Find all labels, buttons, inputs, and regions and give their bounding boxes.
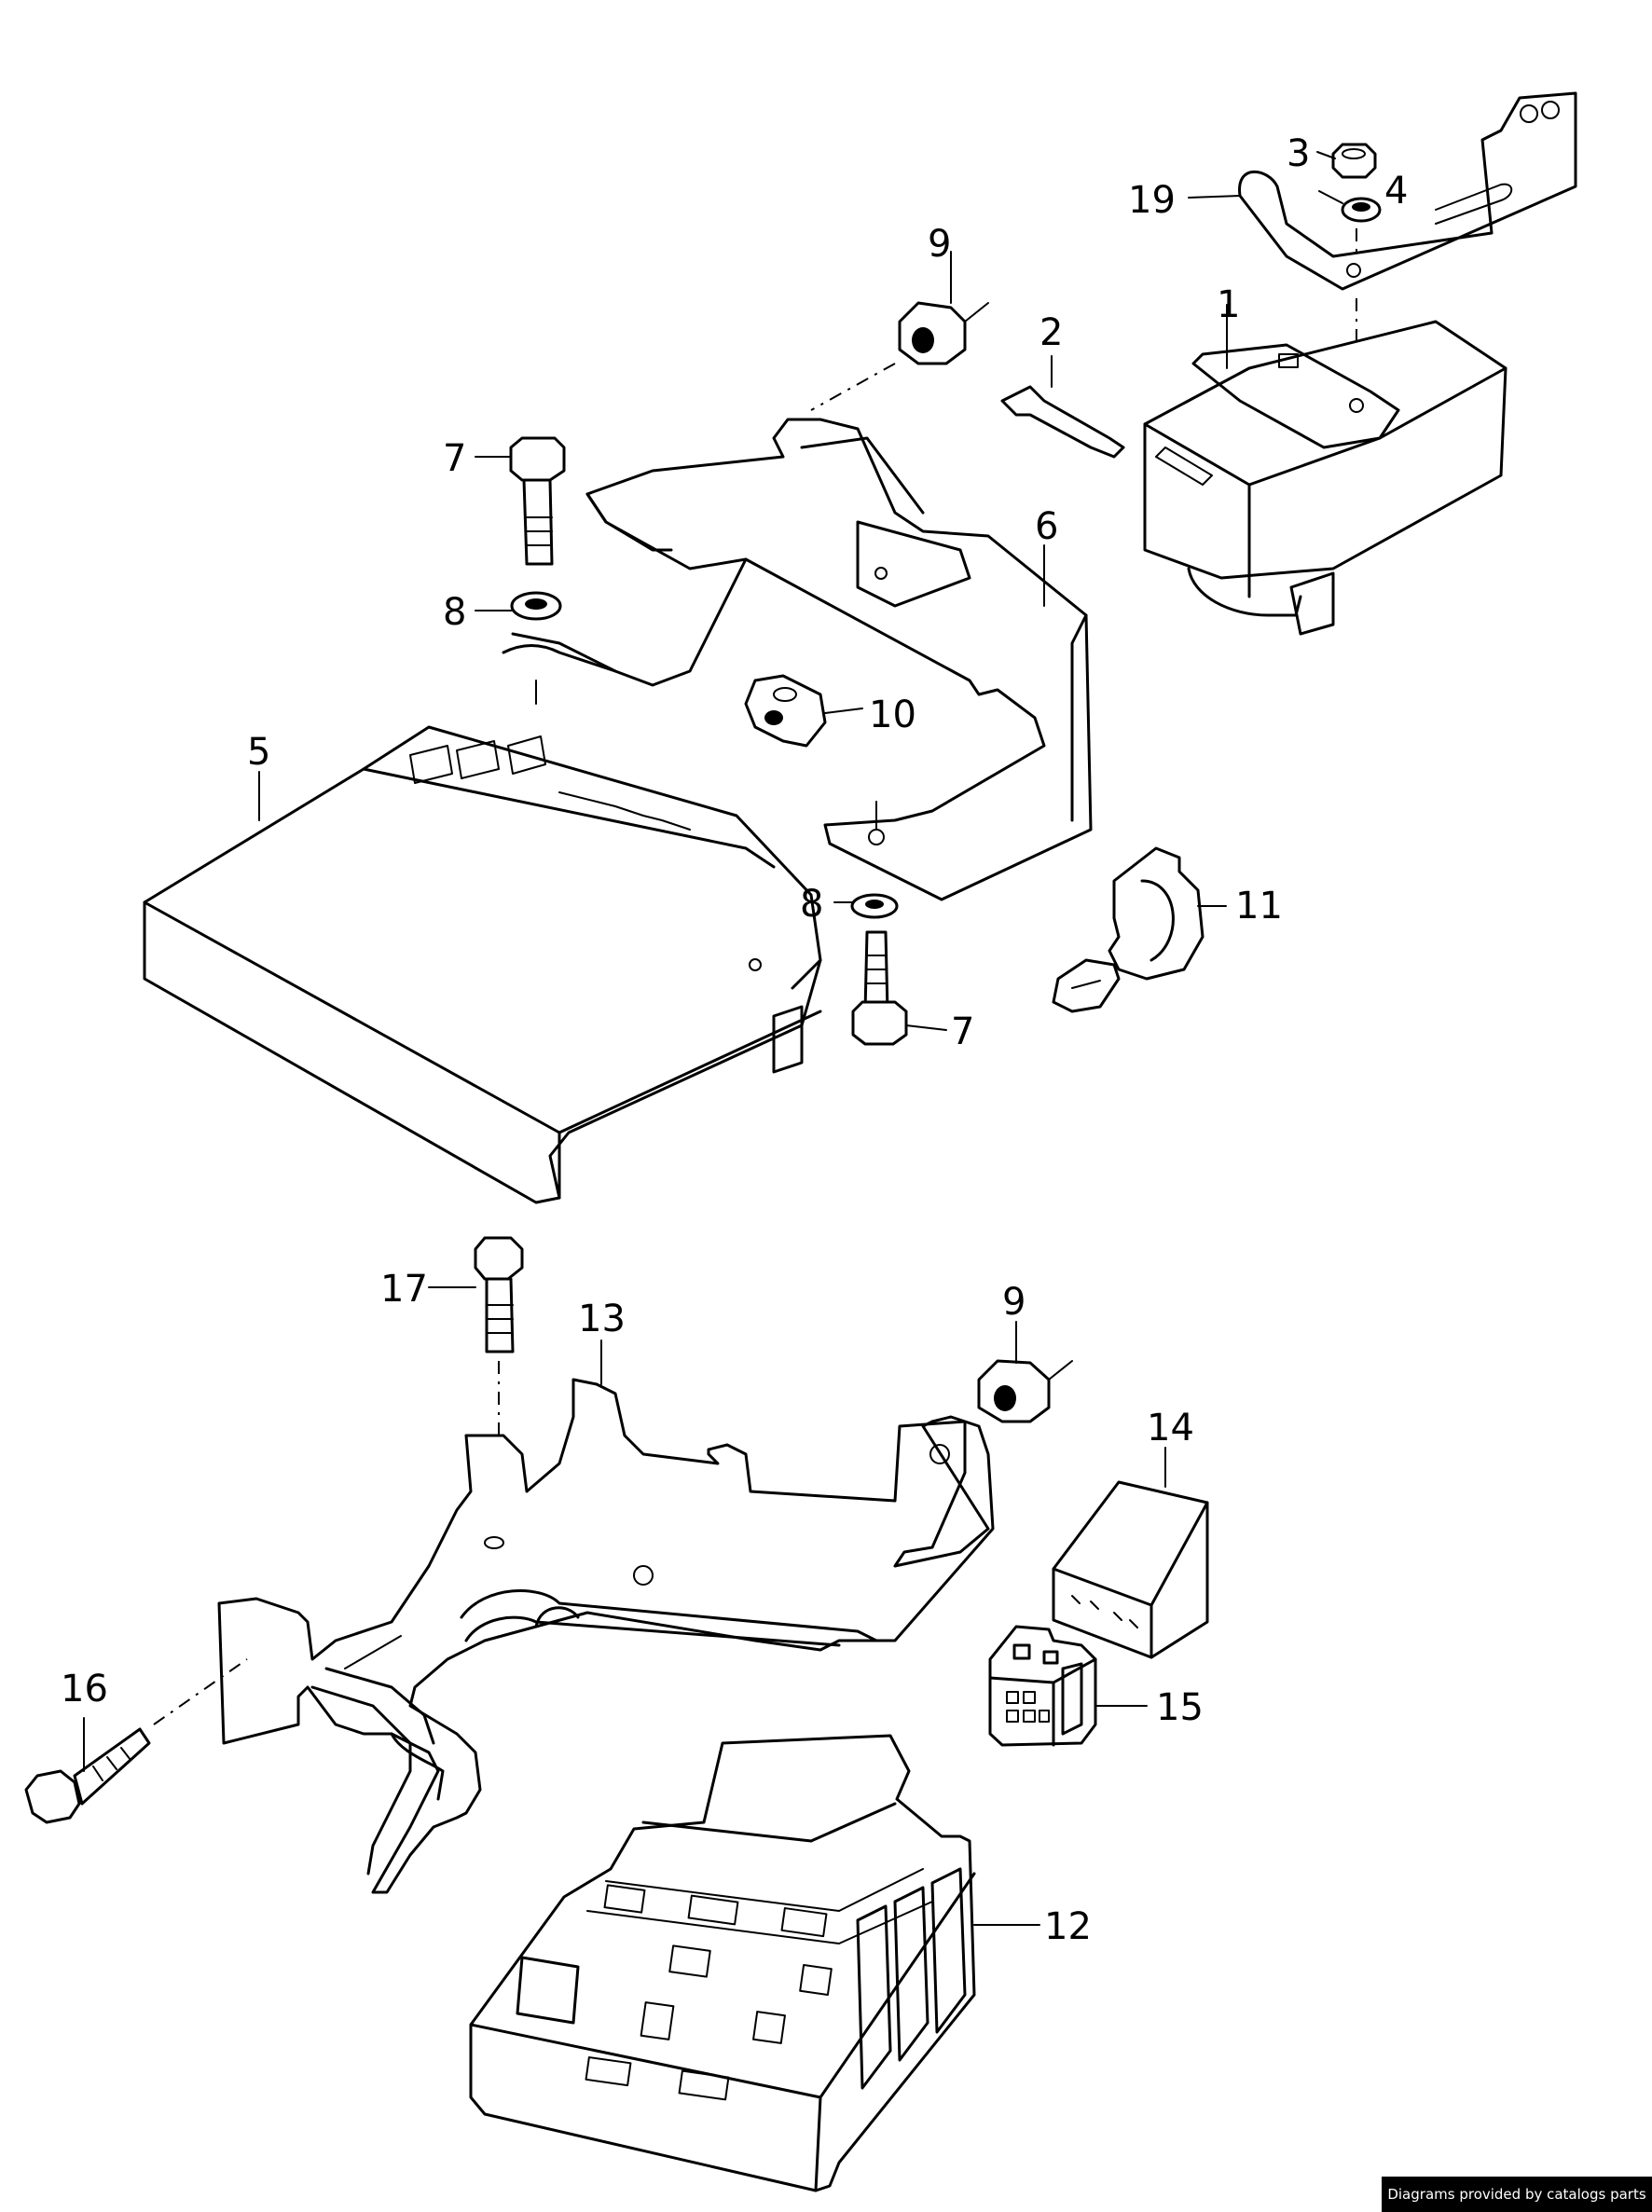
part-17-bolt (474, 1236, 524, 1353)
part-19-bracket (1238, 91, 1577, 291)
callout-7-top: 7 (443, 437, 466, 480)
part-8-washer-top (510, 591, 562, 621)
part-3-nut (1331, 143, 1377, 179)
callout-8-top: 8 (443, 591, 466, 634)
part-10-grommet (744, 674, 827, 748)
part-16-bolt (24, 1727, 151, 1824)
diagram-credit: Diagrams provided by catalogs parts (1382, 2177, 1652, 2212)
callout-14: 14 (1147, 1407, 1194, 1449)
part-11-cable-clamp (1052, 846, 1205, 1013)
callout-3: 3 (1287, 132, 1310, 175)
callout-16: 16 (61, 1668, 108, 1711)
callout-2: 2 (1039, 311, 1063, 354)
callout-8-mid: 8 (800, 883, 823, 926)
part-5-control-unit (143, 725, 822, 1204)
part-8-washer-mid (850, 893, 899, 919)
part-4-washer (1341, 197, 1382, 223)
part-9-nut-top (898, 301, 989, 365)
part-9-nut-lower (977, 1359, 1073, 1423)
part-13-frame (217, 1378, 995, 1894)
callout-10: 10 (869, 694, 916, 736)
part-12-engine-control-unit (469, 1734, 976, 2192)
callout-9-lower: 9 (1002, 1281, 1026, 1324)
callout-labels: 1 2 3 4 19 9 6 7 8 10 5 8 11 7 17 13 9 1… (61, 132, 1408, 1948)
part-1-relay-box (1143, 320, 1507, 636)
callout-4: 4 (1384, 170, 1408, 213)
part-7-bolt-mid (851, 930, 908, 1046)
callout-13: 13 (578, 1298, 626, 1340)
callout-6: 6 (1035, 505, 1058, 548)
callout-5: 5 (247, 731, 270, 774)
callout-12: 12 (1044, 1905, 1092, 1948)
callout-9-top: 9 (928, 223, 951, 266)
part-2-clip (1000, 385, 1125, 459)
callout-11: 11 (1235, 885, 1283, 927)
part-6-bracket (502, 418, 1093, 901)
callout-17: 17 (380, 1268, 428, 1311)
callout-7-mid: 7 (951, 1010, 974, 1053)
part-14-relay (1052, 1480, 1209, 1659)
leader-lines (83, 151, 1343, 1926)
callout-1: 1 (1217, 283, 1240, 326)
callout-15: 15 (1156, 1686, 1204, 1729)
part-7-bolt-top (509, 436, 566, 566)
callout-19: 19 (1128, 179, 1176, 222)
part-15-relay-socket (988, 1625, 1097, 1747)
